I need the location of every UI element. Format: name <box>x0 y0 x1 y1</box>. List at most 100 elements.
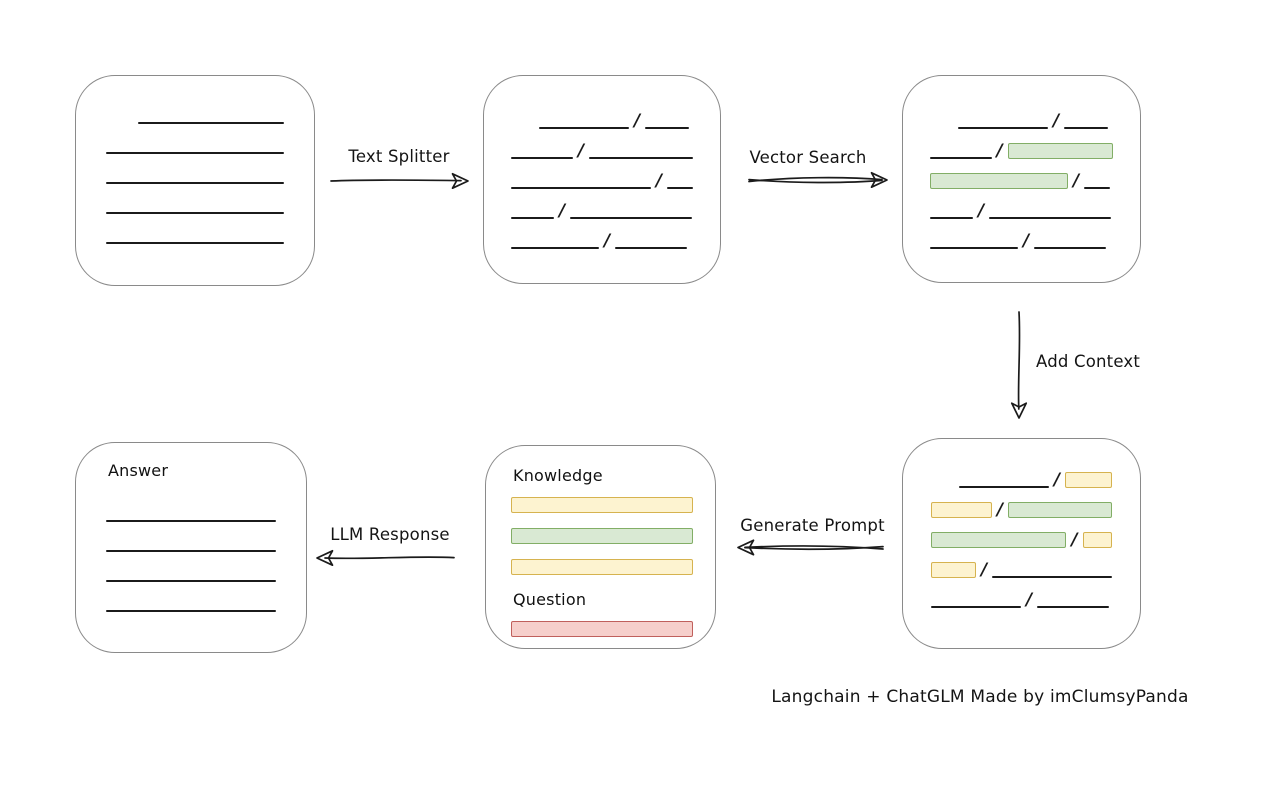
highlight-yellow-chunk <box>1082 532 1112 548</box>
text-line-segment <box>958 127 1048 129</box>
slash-separator: / <box>1026 590 1033 610</box>
highlight-yellow-chunk <box>1065 472 1112 488</box>
add-context-arrow <box>1010 311 1028 419</box>
text-line-segment <box>511 157 573 159</box>
chunk-row: / <box>930 171 1113 191</box>
answer-node: Answer <box>75 442 307 653</box>
text-line-segment <box>959 486 1049 488</box>
context-chunk-lines: / / / / / <box>931 470 1112 610</box>
slash-separator: / <box>1073 171 1080 191</box>
slash-separator: / <box>996 500 1004 520</box>
slash-separator: / <box>1071 530 1078 550</box>
matched-chunk-lines: / / / / / <box>930 111 1113 251</box>
text-line-segment <box>511 187 651 189</box>
text-line-segment <box>645 127 690 129</box>
text-line-segment <box>511 217 554 219</box>
text-line-segment <box>570 217 693 219</box>
slash-separator: / <box>1023 231 1030 251</box>
text-splitter-arrow <box>330 172 469 190</box>
yellow-bar <box>511 497 693 513</box>
slash-separator: / <box>978 201 985 221</box>
text-line-segment <box>667 187 693 189</box>
text-line-segment <box>1037 606 1110 608</box>
add-context-label: Add Context <box>1036 352 1141 371</box>
prompt-node: Knowledge Question <box>485 445 716 649</box>
credit-text: Langchain + ChatGLM Made by imClumsyPand… <box>771 687 1189 707</box>
chunk-row <box>106 566 276 582</box>
generate-prompt-label: Generate Prompt <box>740 516 885 535</box>
text-line-segment <box>539 127 629 129</box>
chunk-row: / <box>511 203 693 220</box>
chunk-row <box>106 596 276 612</box>
chunk-row <box>106 506 276 522</box>
chunk-row: / <box>931 590 1112 610</box>
vector-search-label: Vector Search <box>749 148 867 167</box>
slash-separator: / <box>604 231 611 251</box>
llm-response-label: LLM Response <box>330 525 450 544</box>
slash-separator: / <box>655 171 663 191</box>
red-bar <box>511 621 693 637</box>
question-label: Question <box>513 590 587 609</box>
chunk-row <box>106 536 276 552</box>
yellow-bar <box>511 559 693 575</box>
highlight-yellow-chunk <box>931 502 992 518</box>
text-line-segment <box>106 182 284 184</box>
chunk-row: / <box>539 111 693 131</box>
text-line-segment <box>106 580 276 582</box>
chunk-row: / <box>930 231 1113 251</box>
generate-prompt-arrow <box>737 539 884 556</box>
question-bars <box>511 621 693 637</box>
text-line-segment <box>992 576 1112 578</box>
chunk-row: / <box>511 231 693 251</box>
document-lines <box>106 108 284 244</box>
text-splitter-label: Text Splitter <box>348 147 450 166</box>
text-line-segment <box>615 247 688 249</box>
slash-separator: / <box>980 560 988 580</box>
text-line-segment <box>106 152 284 154</box>
split-chunk-lines: / / / / / <box>511 111 693 251</box>
text-line-segment <box>931 606 1021 608</box>
context-chunks-node: / / / / / <box>902 438 1141 649</box>
text-line-segment <box>930 247 1018 249</box>
chunk-row: / <box>931 500 1112 520</box>
text-line-segment <box>106 242 284 244</box>
vector-search-arrow <box>748 171 888 189</box>
llm-response-arrow <box>316 549 455 567</box>
slash-separator: / <box>1053 111 1060 131</box>
text-line-segment <box>930 157 992 159</box>
text-line-segment <box>1064 127 1109 129</box>
chunk-row: / <box>511 141 693 161</box>
text-line-segment <box>989 217 1112 219</box>
chunk-row <box>106 168 284 184</box>
chunk-row: / <box>511 171 693 191</box>
text-line-segment <box>511 247 599 249</box>
text-line-segment <box>1034 247 1107 249</box>
chunk-row: / <box>958 111 1113 131</box>
text-line-segment <box>1084 187 1111 189</box>
text-line-segment <box>138 122 284 124</box>
slash-separator: / <box>996 141 1003 161</box>
matched-chunks-node: / / / / / <box>902 75 1141 283</box>
slash-separator: / <box>1053 470 1061 490</box>
green-bar <box>511 528 693 544</box>
text-line-segment <box>106 550 276 552</box>
text-line-segment <box>106 610 276 612</box>
knowledge-label: Knowledge <box>513 466 603 485</box>
highlight-green-chunk <box>1007 143 1113 159</box>
highlight-green-chunk <box>1008 502 1112 518</box>
answer-lines <box>106 506 276 612</box>
chunk-row: / <box>931 530 1112 550</box>
slash-separator: / <box>634 111 641 131</box>
chunk-row <box>106 198 284 214</box>
text-line-segment <box>930 217 973 219</box>
document-node <box>75 75 315 286</box>
answer-label: Answer <box>108 461 169 480</box>
chunk-row: / <box>930 141 1113 161</box>
chunk-row <box>106 228 284 244</box>
slash-separator: / <box>577 141 585 161</box>
text-line-segment <box>589 157 693 159</box>
chunk-row <box>106 138 284 154</box>
highlight-green-chunk <box>931 532 1067 548</box>
chunk-row <box>138 108 284 124</box>
